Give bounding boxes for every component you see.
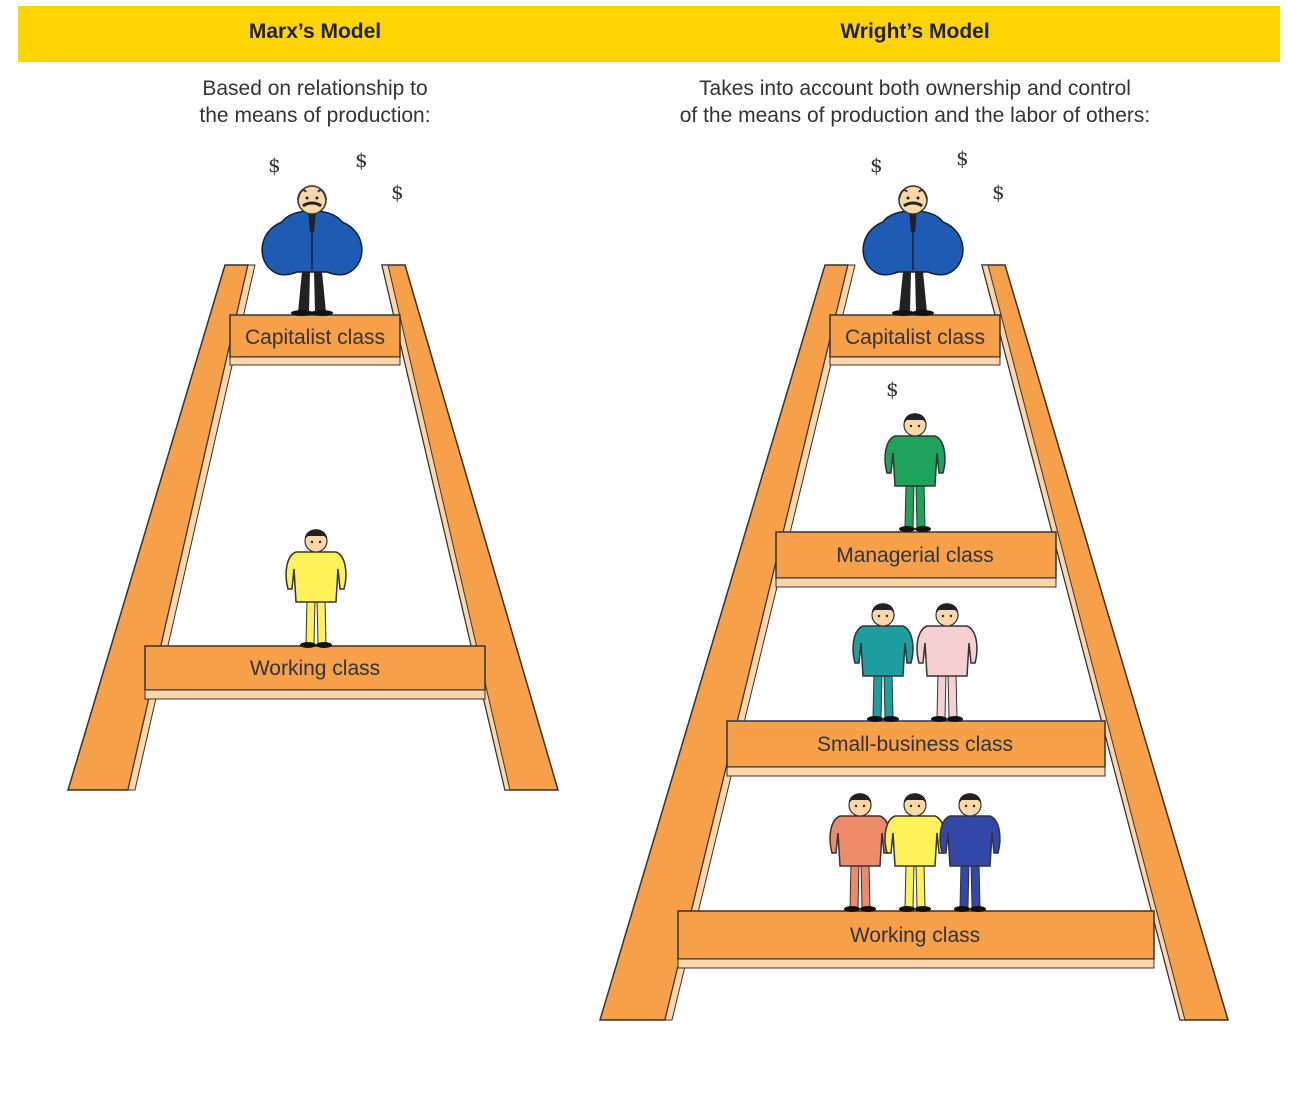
marx-dollar-sign-2: $ xyxy=(355,148,368,172)
marx-subtitle-line2: the means of production: xyxy=(199,104,431,127)
wright-rung-working: Working class xyxy=(850,924,980,947)
marx-ladder: Capitalist class Working class $ $ $ xyxy=(66,148,559,791)
marx-subtitle-line1: Based on relationship to xyxy=(202,77,428,100)
wright-subtitle-line1: Takes into account both ownership and co… xyxy=(699,77,1131,100)
wright-dollar-sign-manager: $ xyxy=(886,377,899,401)
wright-dollar-sign-2: $ xyxy=(956,146,969,170)
wright-model-title: Wright’s Model xyxy=(840,20,990,43)
marx-dollar-sign-1: $ xyxy=(268,153,281,177)
wright-manager-figure xyxy=(884,412,946,533)
wright-worker-figure-1 xyxy=(829,792,891,913)
wright-capitalist-figure xyxy=(861,184,965,318)
wright-subtitle-line2: of the means of production and the labor… xyxy=(679,104,1151,127)
wright-ladder: Capitalist class Managerial class Small-… xyxy=(598,146,1230,1021)
wright-subtitle: Takes into account both ownership and co… xyxy=(615,75,1215,129)
wright-worker-figure-3 xyxy=(939,792,1001,913)
marx-rung-working: Working class xyxy=(250,657,380,680)
marx-model-title: Marx’s Model xyxy=(248,20,382,43)
wright-small-business-figure-2 xyxy=(916,602,978,723)
wright-dollar-sign-1: $ xyxy=(870,153,883,177)
marx-worker-figure xyxy=(285,528,347,649)
marx-subtitle: Based on relationship to the means of pr… xyxy=(115,75,515,129)
wright-dollar-sign-3: $ xyxy=(992,180,1005,204)
header-bar xyxy=(18,6,1280,62)
marx-capitalist-figure xyxy=(260,184,364,318)
wright-rung-capitalist: Capitalist class xyxy=(845,326,985,349)
wright-small-business-figure-1 xyxy=(852,602,914,723)
marx-rung-capitalist: Capitalist class xyxy=(245,326,385,349)
wright-worker-figure-2 xyxy=(884,792,946,913)
marx-dollar-sign-3: $ xyxy=(391,180,404,204)
wright-rung-small-business: Small-business class xyxy=(817,733,1013,756)
wright-rung-managerial: Managerial class xyxy=(836,544,994,567)
